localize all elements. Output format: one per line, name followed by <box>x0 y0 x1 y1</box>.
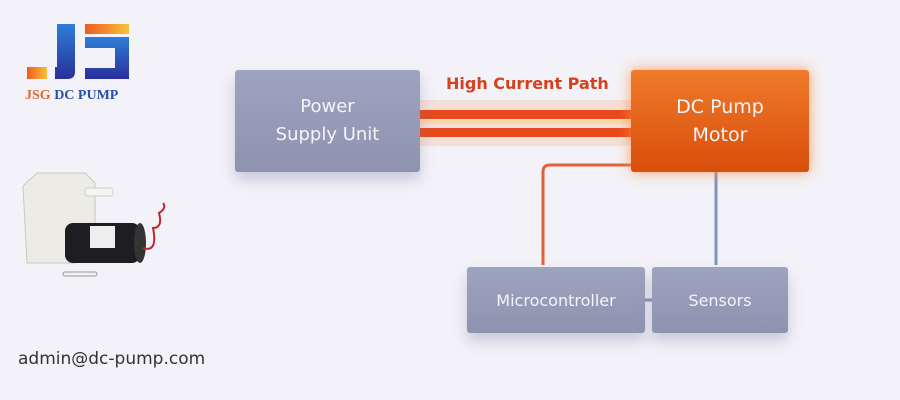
js-logo-icon <box>27 24 129 79</box>
brand-name-jsg: JSG <box>25 88 51 103</box>
power-supply-line1: Power <box>300 96 355 117</box>
brand-name: JSG DC PUMP <box>25 88 118 104</box>
brand-name-dcpump: DC PUMP <box>54 88 119 103</box>
control-wire <box>541 163 632 265</box>
contact-email[interactable]: admin@dc-pump.com <box>18 349 206 369</box>
brand-logo <box>25 22 135 82</box>
pump-motor-line1: DC Pump <box>676 96 764 118</box>
high-current-wire-bottom <box>420 128 632 137</box>
pump-motor-line2: Motor <box>692 124 748 146</box>
high-current-wire-top <box>420 110 632 119</box>
microcontroller-box: Microcontroller <box>467 267 645 333</box>
high-current-label: High Current Path <box>446 74 609 93</box>
sensors-box: Sensors <box>652 267 788 333</box>
pump-product-image <box>15 168 170 288</box>
power-supply-line2: Supply Unit <box>275 124 380 145</box>
